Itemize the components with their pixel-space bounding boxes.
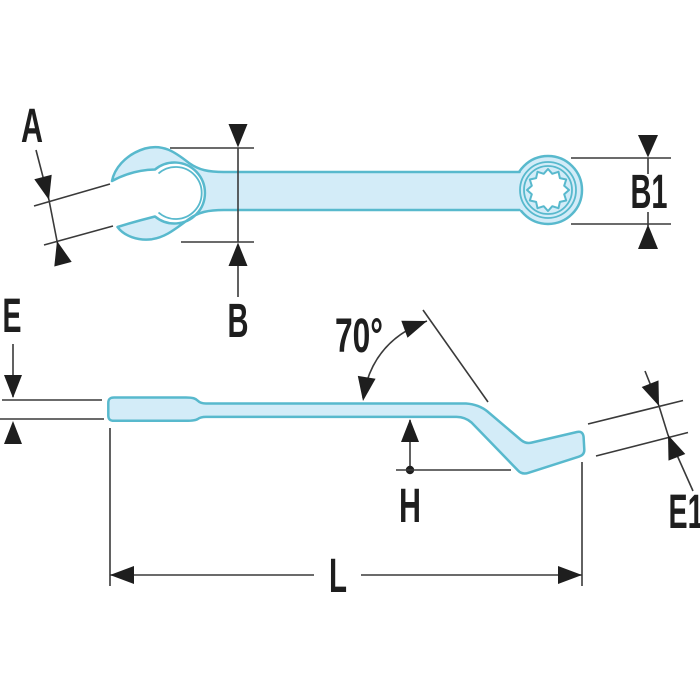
dimension-l-arrowhead-right bbox=[558, 566, 582, 584]
dimension-l: L bbox=[109, 428, 583, 603]
dimension-b-arrowhead-top bbox=[228, 124, 248, 148]
label-a: A bbox=[21, 100, 43, 153]
wrench-head-shaft-fill bbox=[112, 147, 524, 240]
label-h: H bbox=[399, 480, 421, 533]
label-e1: E1 bbox=[669, 486, 700, 539]
dimension-a-arrowhead-lower bbox=[54, 241, 72, 267]
label-b1: B1 bbox=[631, 166, 668, 219]
dimension-e-arrowhead-top bbox=[4, 375, 22, 398]
dimension-a: A bbox=[21, 100, 114, 267]
wrench-top-view bbox=[110, 145, 584, 241]
ring-end-inner-rim-1 bbox=[519, 161, 577, 219]
label-e: E bbox=[3, 290, 22, 343]
wrench-head-shaft-outline bbox=[110, 145, 521, 241]
label-l: L bbox=[329, 550, 347, 603]
dimension-angle-70: 70° bbox=[335, 309, 489, 403]
label-b: B bbox=[228, 295, 249, 348]
dimension-e: E bbox=[0, 290, 104, 444]
label-angle: 70° bbox=[335, 310, 383, 363]
dimension-e-arrowhead-bottom bbox=[4, 421, 22, 444]
dimension-e1: E1 bbox=[587, 370, 700, 539]
dimension-e1-extension-lower bbox=[595, 431, 689, 457]
dimension-e1-arrowhead-upper bbox=[641, 380, 659, 406]
jaw-detail-arc bbox=[157, 166, 203, 220]
dimension-a-extension-upper bbox=[33, 183, 111, 207]
dimension-b1: B1 bbox=[571, 135, 671, 249]
dimension-a-arrowhead-upper bbox=[34, 174, 52, 200]
dimension-a-extension-lower bbox=[43, 225, 114, 246]
dimension-h: H bbox=[396, 419, 511, 533]
angle-arrowhead-lower bbox=[357, 375, 376, 401]
dimension-b: B bbox=[170, 124, 254, 348]
dimension-e1-arrowhead-lower bbox=[668, 435, 686, 461]
dimension-h-arrowhead bbox=[401, 419, 419, 442]
dimension-l-arrowhead-left bbox=[110, 566, 134, 584]
wrench-side-view bbox=[107, 396, 586, 475]
ring-end-inner-rim-2 bbox=[523, 165, 573, 215]
ring-end-12-point-socket bbox=[526, 168, 570, 212]
dimension-b-arrowhead-bottom bbox=[228, 242, 248, 266]
dimension-b1-arrowhead-top bbox=[638, 135, 658, 158]
dimension-b1-arrowhead-bottom bbox=[638, 224, 658, 249]
dimension-e1-extension-upper bbox=[587, 399, 684, 425]
angle-reference-line bbox=[422, 309, 489, 403]
wrench-side-profile bbox=[107, 396, 586, 475]
angle-arrowhead-upper bbox=[401, 320, 427, 338]
